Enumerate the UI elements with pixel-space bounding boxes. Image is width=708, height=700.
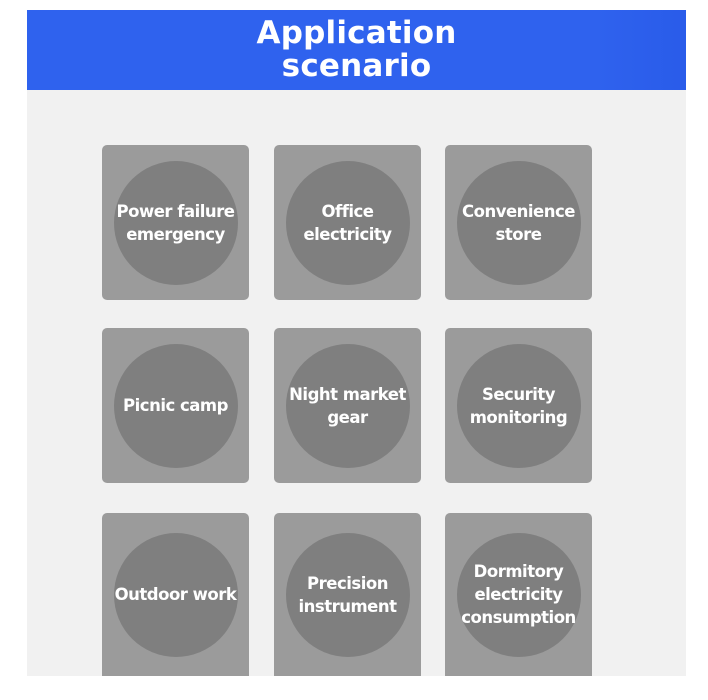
scenario-tile-power-failure-emergency: Power failure emergency	[102, 145, 249, 300]
scenario-circle: Outdoor work	[113, 532, 238, 657]
scenario-tile-night-market-gear: Night market gear	[274, 328, 421, 483]
scenario-circle: Night market gear	[285, 343, 410, 468]
scenario-circle: Office electricity	[285, 160, 410, 285]
scenario-label: Picnic camp	[123, 396, 228, 415]
scenario-label: Power failure emergency	[116, 201, 235, 244]
scenario-label: Dormitory electricity consumption	[461, 562, 576, 627]
scenario-circle: Dormitory electricity consumption	[456, 532, 581, 657]
page-title: Application scenario	[256, 15, 457, 84]
scenario-circle: Precision instrument	[285, 532, 410, 657]
scenario-tile-convenience-store: Convenience store	[445, 145, 592, 300]
scenario-label: Outdoor work	[114, 585, 237, 604]
scenario-label: Security monitoring	[469, 384, 568, 427]
scenario-label: Precision instrument	[298, 573, 397, 616]
scenario-label: Office electricity	[303, 201, 392, 244]
scenario-circle: Power failure emergency	[113, 160, 238, 285]
scenario-circle: Security monitoring	[456, 343, 581, 468]
scenario-circle: Picnic camp	[113, 343, 238, 468]
scenario-tile-outdoor-work: Outdoor work	[102, 513, 249, 676]
scenario-label: Night market gear	[289, 384, 406, 427]
header-banner: Application scenario	[27, 10, 686, 90]
scenario-tile-office-electricity: Office electricity	[274, 145, 421, 300]
scenario-tile-dormitory-electricity-consumption: Dormitory electricity consumption	[445, 513, 592, 676]
scenario-label: Convenience store	[462, 201, 575, 244]
scenario-circle: Convenience store	[456, 160, 581, 285]
scenario-panel: Application scenario Power failure emerg…	[27, 10, 686, 676]
scenario-tile-picnic-camp: Picnic camp	[102, 328, 249, 483]
scenario-grid: Power failure emergency Office electrici…	[27, 10, 686, 676]
scenario-tile-security-monitoring: Security monitoring	[445, 328, 592, 483]
scenario-tile-precision-instrument: Precision instrument	[274, 513, 421, 676]
banner-shade	[596, 10, 686, 90]
